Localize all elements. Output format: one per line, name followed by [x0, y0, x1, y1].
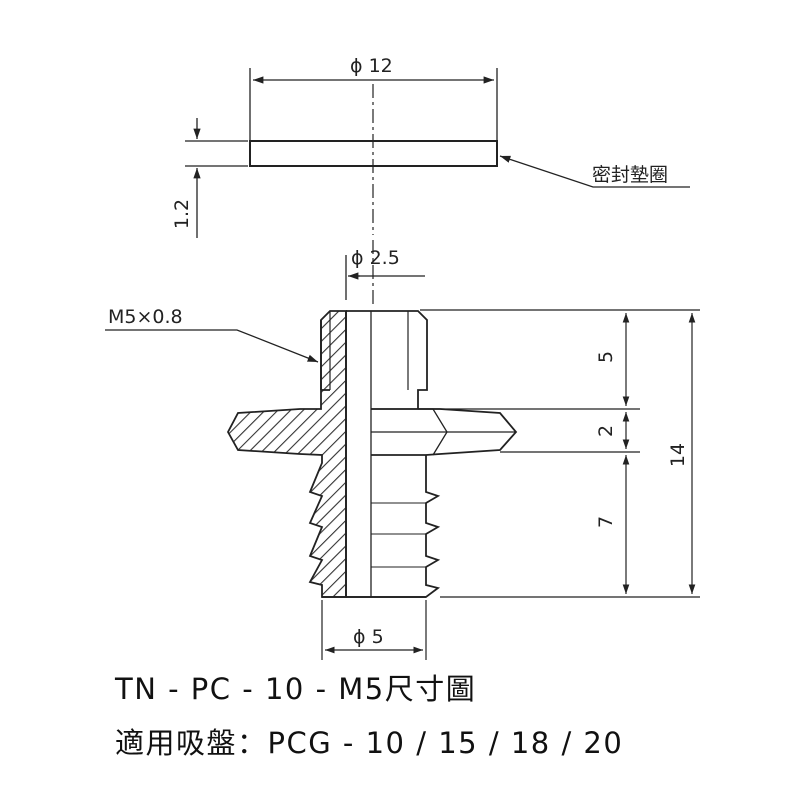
thread-length-label: 5	[595, 351, 617, 363]
technical-drawing: ϕ 12 1.2 密封墊圈	[105, 55, 700, 660]
gasket-view	[185, 68, 690, 238]
gasket-label: 密封墊圈	[592, 164, 668, 186]
caption-applicable: 適用吸盤：PCG - 10 / 15 / 18 / 20	[115, 726, 624, 760]
gasket-diameter-label: ϕ 12	[350, 55, 393, 77]
barb-diameter-label: ϕ 5	[353, 626, 384, 648]
gasket-thickness-label: 1.2	[171, 199, 193, 229]
hatched-section	[226, 310, 347, 598]
barb-length-label: 7	[595, 516, 617, 528]
length-dimensions	[418, 309, 700, 598]
thread-outline	[346, 310, 428, 409]
hex-thickness-label: 2	[595, 425, 617, 437]
total-length-label: 14	[667, 443, 689, 467]
barb-outline	[346, 455, 441, 598]
gasket-leader	[499, 155, 690, 188]
caption-model: TN - PC - 10 - M5尺寸圖	[115, 672, 477, 706]
thread-spec-label: M5×0.8	[108, 306, 183, 328]
thread-leader	[105, 329, 319, 363]
bore-diameter-label: ϕ 2.5	[351, 247, 400, 269]
fitting-view	[226, 240, 518, 598]
